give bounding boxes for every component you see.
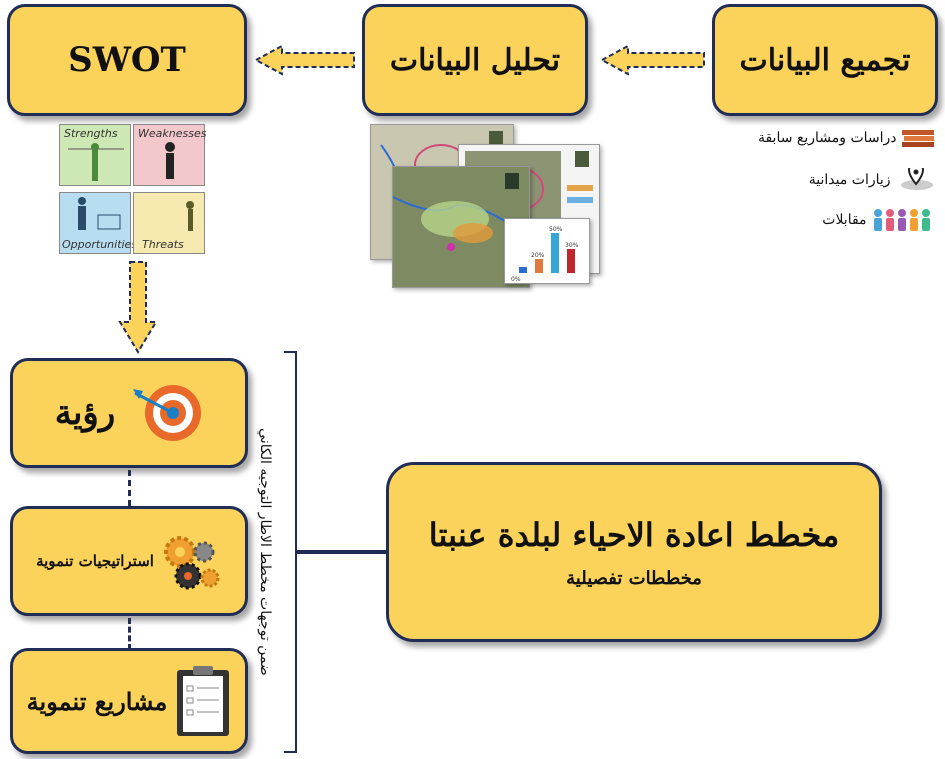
projects-label: مشاريع تنموية [26, 686, 168, 716]
bracket-label-text: ضمن توجهات مخطط الاطار التوجيه الكاني [257, 428, 273, 676]
swot-threats: Threats [133, 192, 205, 254]
analyze-data-label: تحليل البيانات [389, 42, 561, 78]
analyze-data-box: تحليل البيانات [362, 4, 588, 116]
swot-weaknesses-label: Weaknesses [138, 127, 207, 140]
projects-box: مشاريع تنموية [10, 648, 248, 754]
plan-title: مخطط اعادة الاحياء لبلدة عنبتا [428, 515, 840, 554]
mini-chart-label-1: 20% [531, 252, 545, 259]
source-interviews: مقابلات [822, 208, 935, 232]
clipboard-icon [175, 664, 231, 738]
swot-opportunities-label: Opportunities [62, 238, 138, 251]
swot-box: SWOT [7, 4, 247, 116]
bracket-label: ضمن توجهات مخطط الاطار التوجيه الكاني [257, 362, 273, 742]
mini-chart-label-3: 30% [565, 242, 579, 249]
swot-weaknesses: Weaknesses [133, 124, 207, 186]
vision-label: رؤية [54, 393, 116, 433]
vision-box: رؤية [10, 358, 248, 468]
arrow-collect-to-analyze [600, 44, 705, 76]
swot-strengths: Strengths [59, 124, 131, 186]
arrow-swot-to-vision [118, 261, 158, 354]
swot-opportunities: Opportunities [59, 192, 137, 254]
source-interviews-label: مقابلات [822, 212, 867, 228]
source-studies-label: دراسات ومشاريع سابقة [757, 130, 897, 146]
swot-label: SWOT [68, 40, 186, 80]
connector-strategies-projects [128, 618, 131, 650]
plan-subtitle: مخططات تفصيلية [566, 567, 702, 589]
mini-chart-label-2: 50% [549, 226, 563, 233]
swot-threats-label: Threats [142, 238, 184, 251]
arrow-analyze-to-swot [254, 44, 355, 76]
strategies-label: استراتيجيات تنموية [36, 552, 154, 570]
swot-strengths-label: Strengths [64, 127, 118, 140]
collect-data-label: تجميع البيانات [739, 42, 911, 78]
plan-box: مخطط اعادة الاحياء لبلدة عنبتا مخططات تف… [386, 462, 882, 642]
mini-chart-label-0: 0% [511, 276, 521, 283]
target-icon [131, 381, 203, 445]
bracket [284, 351, 388, 753]
books-icon [901, 128, 935, 148]
collect-data-box: تجميع البيانات [712, 4, 938, 116]
map-pin-icon [895, 162, 935, 192]
mini-bar-chart: 0% 20% 50% 30% [504, 218, 590, 284]
strategies-box: استراتيجيات تنموية [10, 506, 248, 616]
gears-icon [160, 530, 222, 592]
connector-vision-strategies [128, 470, 131, 506]
source-studies: دراسات ومشاريع سابقة [758, 128, 935, 148]
source-field-visits-label: زيارات ميدانية [808, 172, 891, 188]
source-field-visits: زيارات ميدانية [808, 162, 935, 192]
people-icon [871, 208, 935, 232]
